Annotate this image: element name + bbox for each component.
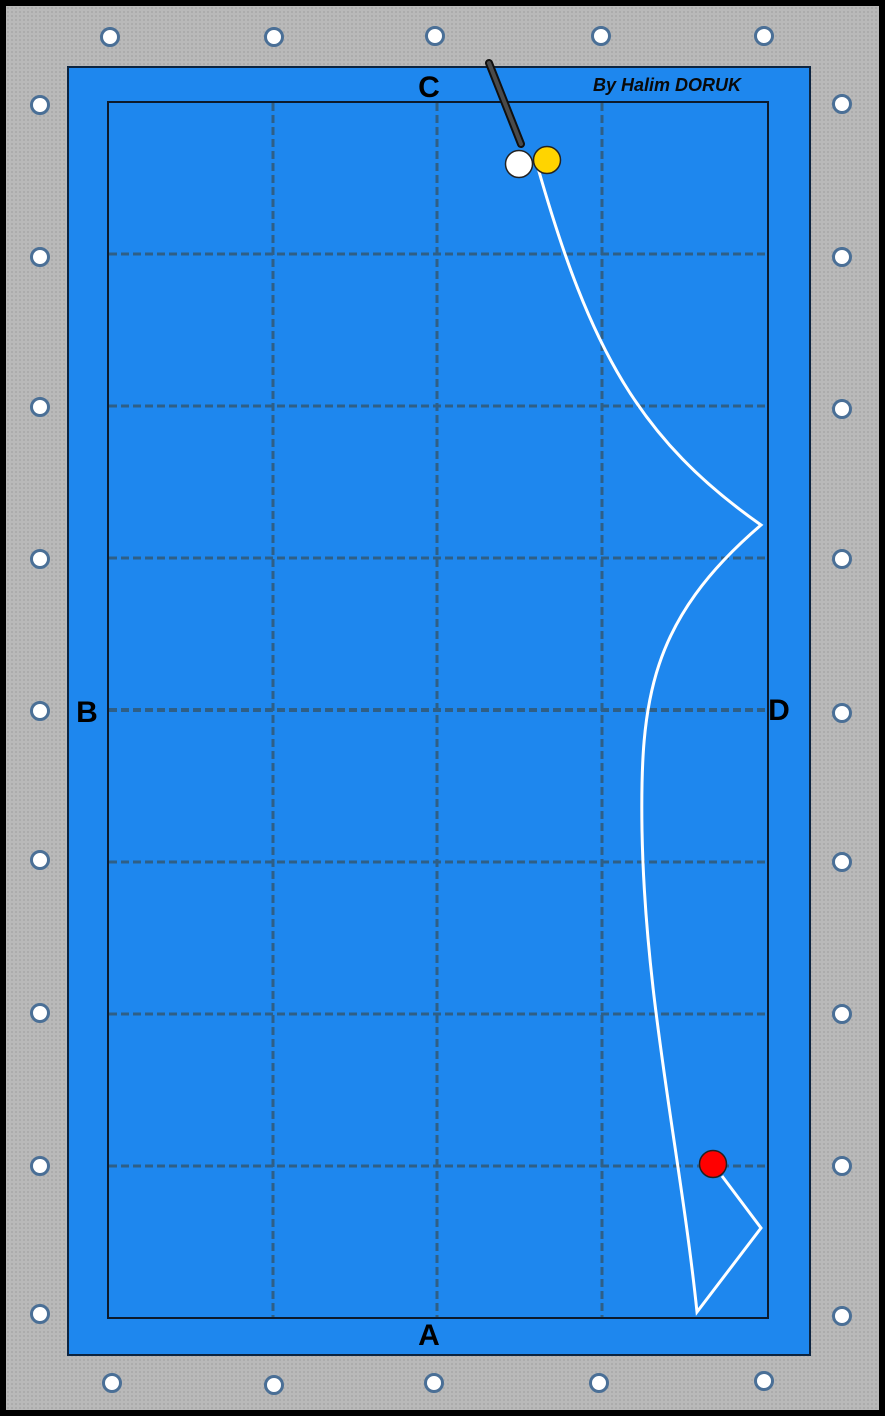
yellow-ball xyxy=(534,147,561,174)
rail-label-a: A xyxy=(418,1319,440,1353)
cue-stick xyxy=(489,63,521,144)
rail-label-c: C xyxy=(418,71,440,105)
cue-ball-path xyxy=(538,168,761,1312)
rail-label-d: D xyxy=(768,694,790,728)
grid-lines xyxy=(109,103,767,1317)
red-ball xyxy=(700,1151,727,1178)
author-credit: By Halim DORUK xyxy=(593,75,741,96)
rail-label-b: B xyxy=(76,696,98,730)
cue-ball xyxy=(506,151,533,178)
